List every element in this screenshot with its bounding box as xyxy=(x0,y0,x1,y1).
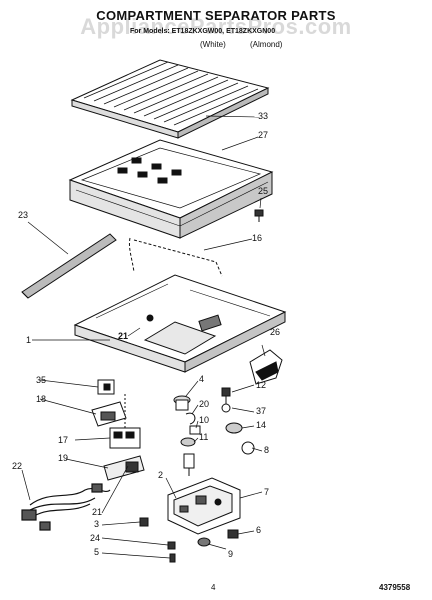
callout-14: 14 xyxy=(256,420,267,430)
component-stack xyxy=(173,395,201,476)
grille-cover-part xyxy=(70,59,270,139)
callout-5: 5 xyxy=(94,547,100,557)
callout-22: 22 xyxy=(12,461,23,471)
callout-10: 10 xyxy=(199,415,210,425)
document-number: 4379558 xyxy=(379,583,411,592)
callout-25: 25 xyxy=(258,186,269,196)
callout-19: 19 xyxy=(58,453,69,463)
separator-frame-part xyxy=(68,139,274,239)
callout-18: 18 xyxy=(36,394,47,404)
model-line: For Models: ET18ZKXGW00, ET18ZKXGN00 xyxy=(130,28,276,35)
callout-23: 23 xyxy=(18,210,29,220)
right-component-stack xyxy=(221,387,255,455)
air-duct-part xyxy=(249,349,283,385)
thermostat-part xyxy=(109,394,141,449)
callout-11: 11 xyxy=(199,432,209,442)
callout-26: 26 xyxy=(270,327,281,337)
callout-1: 1 xyxy=(26,335,32,345)
callout-17: 17 xyxy=(58,435,69,445)
wire-harness-part xyxy=(21,483,111,531)
callout-27: 27 xyxy=(258,130,269,140)
callout-6: 6 xyxy=(256,525,262,535)
leader-lines xyxy=(21,115,266,559)
callout-21-top: 21 xyxy=(118,331,129,341)
bracket-part xyxy=(103,455,145,481)
control-housing-part xyxy=(91,379,127,427)
screw-part xyxy=(254,209,264,222)
callout-16: 16 xyxy=(252,233,263,243)
damper-base-assembly xyxy=(139,477,241,563)
callout-35: 35 xyxy=(36,375,47,385)
gasket-strip-part xyxy=(21,233,117,299)
callout-12: 12 xyxy=(256,380,267,390)
callout-20: 20 xyxy=(199,399,210,409)
color-almond: (Almond) xyxy=(250,40,283,49)
callout-2: 2 xyxy=(158,470,164,480)
callout-37: 37 xyxy=(256,406,267,416)
page-number: 4 xyxy=(211,583,216,592)
callout-4: 4 xyxy=(199,374,205,384)
separator-pan-part xyxy=(73,274,287,373)
callout-8: 8 xyxy=(264,445,270,455)
callout-7: 7 xyxy=(264,487,270,497)
callout-33: 33 xyxy=(258,111,269,121)
callout-3: 3 xyxy=(94,519,100,529)
callout-9: 9 xyxy=(228,549,234,559)
diagram-title: COMPARTMENT SEPARATOR PARTS xyxy=(96,8,336,23)
color-white: (White) xyxy=(200,40,226,49)
callout-21-bottom: 21 xyxy=(92,507,103,517)
callout-24: 24 xyxy=(90,533,101,543)
harness-wire-part xyxy=(129,237,135,273)
